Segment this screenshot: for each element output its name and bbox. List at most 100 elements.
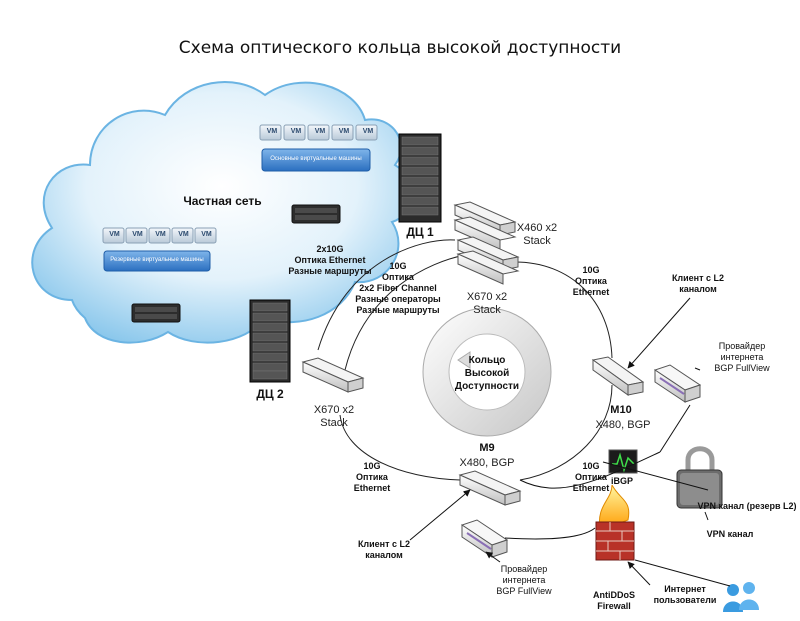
primary-vms-band	[261, 148, 371, 172]
users-link	[634, 559, 731, 587]
backup-vm-group	[102, 227, 217, 323]
client-top-arrow	[627, 297, 691, 369]
provider-bottom-label: Провайдер интернета BGP FullView	[490, 564, 558, 597]
link-10g-right-label: 10G Оптика Ethernet	[565, 265, 617, 298]
primary-vms-label: Основные виртуальные машины	[270, 156, 362, 162]
x670-left-switch-icon	[301, 357, 365, 393]
x670-left-label-line2: Stack	[320, 417, 348, 429]
vm-label: VM	[338, 128, 350, 135]
x460-label-line2: Stack	[523, 235, 551, 247]
link-2x10g-line1: 2x10G	[316, 244, 344, 254]
m9-name: M9	[479, 442, 495, 454]
link-2x10g-line3: Разные маршруты	[288, 266, 372, 276]
link-10g-bottom-label: 10G Оптика Ethernet	[565, 461, 617, 494]
m10-model: X480, BGP	[595, 419, 651, 431]
vm-tile	[171, 227, 194, 244]
vm-tile	[307, 124, 330, 141]
x670-left-label-line1: X670 x2	[313, 404, 355, 416]
link-10g-bottom-line1: 10G	[582, 461, 600, 471]
ring-links	[317, 239, 613, 481]
internet-users-line1: Интернет	[664, 584, 706, 594]
provider-top-line1: Провайдер	[718, 341, 766, 351]
internet-users-icon	[723, 582, 759, 612]
internet-users-label: Интернет пользователи	[650, 584, 720, 606]
ibgp-label: iBGP	[610, 476, 633, 486]
dc2-label: ДЦ 2	[256, 387, 284, 401]
vpn-reserve-link	[602, 461, 709, 491]
vpn-label: VPN канал	[706, 529, 754, 539]
x460-switch-icon	[453, 201, 517, 251]
vm-tile	[259, 124, 282, 141]
link-fc-line2: Оптика	[382, 272, 414, 282]
link-2x10g-label: 2x10G Оптика Ethernet Разные маршруты	[284, 244, 376, 277]
provider-top-callout	[694, 367, 701, 371]
internet-arrow	[627, 561, 651, 586]
vpn-to-m9	[519, 451, 661, 489]
client-l2-top-line1: Клиент с L2	[671, 273, 725, 283]
vm-label: VM	[109, 231, 120, 238]
link-10g-bottom-line2: Оптика	[575, 472, 607, 482]
server-icon	[131, 303, 181, 323]
provider-bottom-line2: интернета	[502, 575, 546, 585]
vm-label: VM	[314, 128, 326, 135]
antiddos-line1: AntiDDoS	[593, 590, 635, 600]
link-10g-left-line3: Ethernet	[353, 483, 391, 493]
link-fc-line1: 10G	[389, 261, 407, 271]
vm-tile	[125, 227, 148, 244]
link-fc-line4: Разные операторы	[355, 294, 441, 304]
cloud-label: Частная сеть	[183, 194, 262, 208]
link-10g-right-line1: 10G	[582, 265, 600, 275]
backup-vm-labels: VM VM VM VM VM	[103, 231, 221, 238]
provider-bottom-line3: BGP FullView	[496, 586, 552, 596]
provider-top-to-vpn	[659, 404, 691, 453]
primary-vm-labels: VM VM VM VM VM	[260, 128, 380, 135]
router-icon	[460, 519, 509, 558]
link-x670-left-to-m9	[339, 414, 461, 481]
internet-users-line2: пользователи	[653, 595, 717, 605]
ring-label: Кольцо Высокой Доступности	[447, 354, 527, 393]
vm-tile	[194, 227, 217, 244]
ring-label-line3: Доступности	[454, 381, 520, 392]
dc2-rack-icon	[249, 299, 291, 383]
vpn-reserve-label: VPN канал (резерв L2)	[697, 501, 797, 511]
link-x670-to-x670-left	[344, 254, 466, 371]
m10-switch-icon	[591, 356, 645, 396]
antiddos-label: AntiDDoS Firewall	[584, 590, 644, 612]
callout-lines	[409, 297, 731, 587]
x670-top-label: X670 x2 Stack	[462, 291, 512, 317]
vpn-link	[704, 511, 709, 521]
client-l2-bottom-line2: каналом	[365, 550, 403, 560]
ring-label-line2: Высокой	[464, 368, 510, 379]
dc1-label: ДЦ 1	[406, 225, 434, 239]
antiddos-line2: Firewall	[597, 601, 631, 611]
m9-switch-icon	[458, 470, 522, 506]
firewall-icon	[595, 484, 635, 561]
vm-label: VM	[290, 128, 302, 135]
provider-bottom-arrow	[485, 551, 501, 563]
vm-label: VM	[362, 128, 374, 135]
primary-vm-group	[259, 124, 378, 224]
firewall-to-provider	[504, 527, 596, 540]
x460-label: X460 x2 Stack	[512, 222, 562, 248]
vm-label: VM	[201, 231, 212, 238]
vm-tile	[283, 124, 306, 141]
ring-label-line1: Кольцо	[468, 355, 506, 366]
link-m10-to-m9	[519, 384, 613, 481]
vm-label: VM	[266, 128, 278, 135]
link-10g-right-line3: Ethernet	[572, 287, 610, 297]
x670-top-switch-icon	[456, 236, 520, 285]
router-icon	[653, 364, 702, 403]
backup-vms-band	[103, 250, 211, 272]
lock-icon	[676, 446, 723, 509]
client-l2-top-line2: каналом	[679, 284, 717, 294]
link-x670-to-m10	[514, 261, 613, 359]
dc1-rack-icon	[398, 133, 442, 223]
m9-model: X480, BGP	[459, 457, 515, 469]
vm-label: VM	[155, 231, 166, 238]
vm-tile	[355, 124, 378, 141]
provider-top-label: Провайдер интернета BGP FullView	[708, 341, 776, 374]
provider-bottom-line1: Провайдер	[500, 564, 548, 574]
link-fc-line5: Разные маршруты	[356, 305, 440, 315]
backup-vms-label: Резервные виртуальные машины	[110, 257, 204, 263]
